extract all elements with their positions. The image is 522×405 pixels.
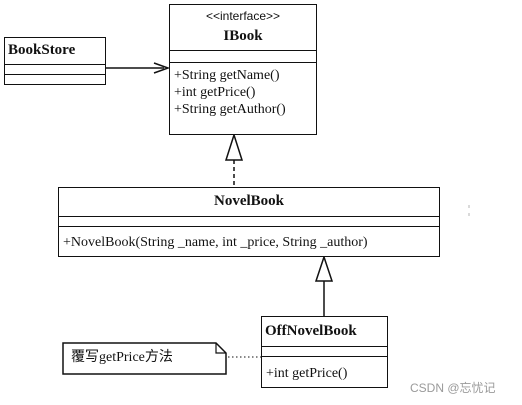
class-name: NovelBook: [213, 193, 284, 209]
class-name-section: NovelBook: [59, 188, 439, 216]
method-item: +String getAuthor(): [174, 102, 286, 117]
method-item: +int getPrice(): [174, 85, 256, 100]
watermark: CSDN @忘忧记: [410, 381, 496, 395]
operations-section: +int getPrice(): [262, 356, 387, 387]
class-name: BookStore: [8, 42, 76, 58]
class-name-section: BookStore: [5, 38, 105, 64]
class-name: IBook: [223, 28, 263, 44]
note-box: 覆写getPrice方法: [62, 342, 227, 375]
class-name: OffNovelBook: [265, 323, 357, 339]
realization-triangle: [224, 132, 244, 161]
method-item: +NovelBook(String _name, int _price, Str…: [63, 235, 368, 250]
class-novelbook: NovelBook +NovelBook(String _name, int _…: [58, 187, 440, 257]
operations-section: +NovelBook(String _name, int _price, Str…: [59, 226, 439, 256]
class-offnovelbook: OffNovelBook +int getPrice(): [261, 316, 388, 388]
class-bookstore: BookStore: [4, 37, 106, 85]
attributes-section: [5, 64, 105, 74]
method-item: +String getName(): [174, 68, 280, 83]
operations-section: [5, 74, 105, 83]
operations-section: +String getName() +int getPrice() +Strin…: [170, 62, 316, 134]
note-text: 覆写getPrice方法: [71, 350, 173, 365]
attributes-section: [170, 50, 316, 62]
association-arrowhead: [153, 62, 171, 74]
class-name-section: <<interface>> IBook: [170, 5, 316, 50]
method-item: +int getPrice(): [266, 366, 348, 381]
attributes-section: [262, 346, 387, 356]
interface-ibook: <<interface>> IBook +String getName() +i…: [169, 4, 317, 135]
generalization-triangle: [314, 254, 334, 282]
attributes-section: [59, 216, 439, 226]
note-shape: [62, 342, 227, 375]
class-name-section: OffNovelBook: [262, 317, 387, 346]
stereotype-label: <<interface>>: [205, 9, 281, 23]
